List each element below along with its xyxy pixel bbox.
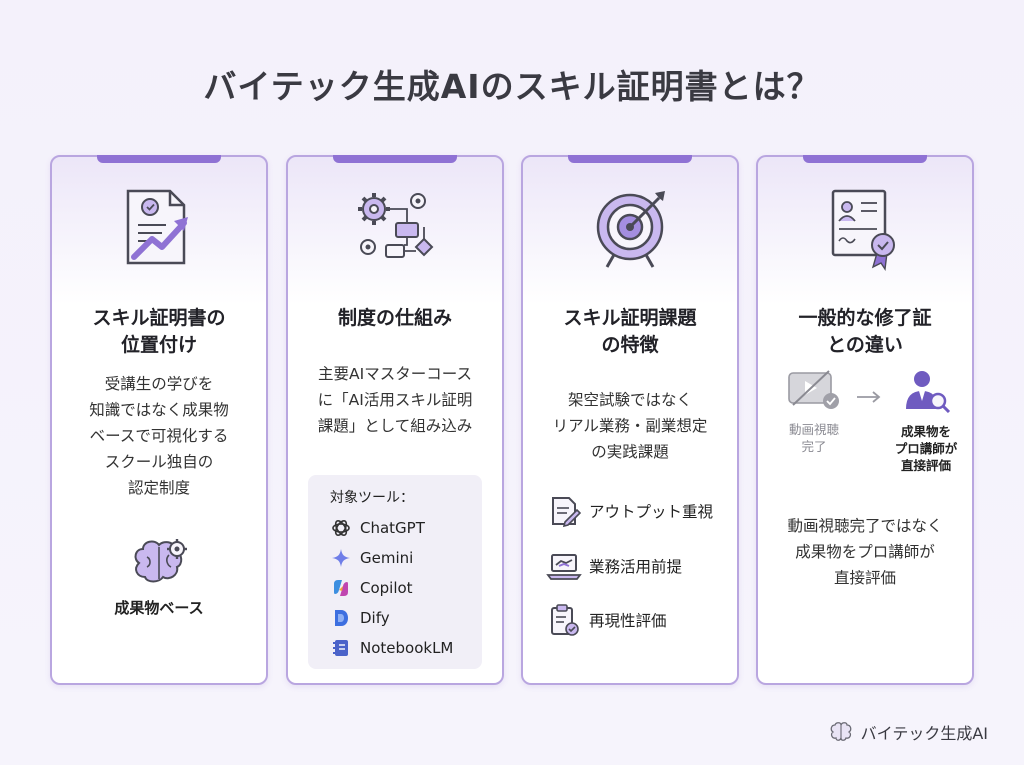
card-title: スキル証明課題 の特徴	[563, 307, 697, 356]
card-assignment-features: スキル証明課題 の特徴 架空試験ではなく リアル業務・副業想定 の実践課題 アウ…	[521, 155, 739, 685]
comparison-after-label: 成果物を プロ講師が 直接評価	[894, 424, 958, 473]
notebook-icon	[330, 637, 352, 659]
chatgpt-icon	[330, 517, 352, 539]
card-title: 一般的な修了証 との違い	[798, 307, 932, 356]
feature-item: 再現性評価	[545, 600, 667, 640]
tool-item: Gemini	[330, 543, 413, 573]
feature-item: 業務活用前提	[545, 546, 682, 586]
card-title: スキル証明書の 位置付け	[92, 307, 226, 356]
card-skill-certificate-position: スキル証明書の 位置付け 受講生の学びを 知識ではなく成果物 ベースで可視化する…	[50, 155, 268, 685]
comparison-before-label: 動画視聴 完了	[788, 422, 839, 454]
certificate-growth-icon	[118, 187, 200, 273]
brand-logo: バイテック生成AI	[829, 720, 988, 744]
tool-name: Dify	[360, 609, 390, 627]
tool-name: NotebookLM	[360, 639, 454, 657]
page-title: バイテック生成AIのスキル証明書とは？	[203, 67, 821, 106]
tool-name: Copilot	[360, 579, 413, 597]
tool-item: NotebookLM	[330, 633, 453, 663]
card-description: 受講生の学びを 知識ではなく成果物 ベースで可視化する スクール独自の 認定制度	[89, 375, 229, 497]
feature-item: アウトプット重視	[545, 491, 713, 531]
handshake-laptop-icon	[545, 549, 583, 583]
card-tab-accent	[803, 155, 927, 163]
copilot-icon	[330, 577, 352, 599]
tool-name: Gemini	[360, 549, 414, 567]
feature-label: 業務活用前提	[589, 558, 683, 576]
target-arrow-icon	[587, 187, 673, 275]
comparison-after: 成果物を プロ講師が 直接評価	[888, 369, 964, 474]
brand-name: バイテック生成AI	[860, 724, 988, 743]
comparison-graphic: 動画視聴 完了 成果物を プロ講師が 直接評価	[758, 369, 972, 473]
feature-label: アウトプット重視	[589, 503, 714, 521]
tool-item: Dify	[330, 603, 390, 633]
card-description: 主要AIマスターコース に「AI活用スキル証明 課題」として組み込み	[317, 365, 473, 435]
video-crossed-icon	[785, 370, 843, 415]
tool-item: ChatGPT	[330, 513, 425, 543]
card-system-mechanism: 制度の仕組み 主要AIマスターコース に「AI活用スキル証明 課題」として組み込…	[286, 155, 504, 685]
card-title: 制度の仕組み	[337, 307, 452, 329]
brain-gear-icon	[129, 537, 189, 593]
card-description: 架空試験ではなく リアル業務・副業想定 の実践課題	[552, 391, 708, 461]
feature-label: 再現性評価	[589, 612, 667, 630]
card-description: 動画視聴完了ではなく 成果物をプロ講師が 直接評価	[787, 517, 943, 587]
arrow-right-icon	[856, 389, 882, 408]
card-difference-from-completion: 一般的な修了証 との違い 動画視聴 完了 成果物を プロ講師が 直接評価 動画視…	[756, 155, 974, 685]
card-tab-accent	[568, 155, 692, 163]
brand-brain-icon	[830, 722, 852, 741]
tool-item: Copilot	[330, 573, 413, 603]
resume-certificate-icon	[825, 187, 905, 275]
card-tab-accent	[97, 155, 221, 163]
tool-name: ChatGPT	[360, 519, 425, 537]
instructor-search-icon	[898, 371, 954, 417]
dify-icon	[330, 607, 352, 629]
gemini-sparkle-icon	[330, 547, 352, 569]
comparison-before: 動画視聴 完了	[782, 369, 846, 455]
document-pen-icon	[545, 494, 583, 528]
target-tools-panel: 対象ツール： ChatGPT Gemini Copilot Dify	[308, 475, 482, 669]
clipboard-check-icon	[545, 603, 583, 637]
badge-label: 成果物ベース	[114, 599, 204, 617]
card-tab-accent	[333, 155, 457, 163]
tools-heading: 対象ツール：	[330, 490, 414, 506]
gears-flowchart-icon	[352, 187, 438, 273]
